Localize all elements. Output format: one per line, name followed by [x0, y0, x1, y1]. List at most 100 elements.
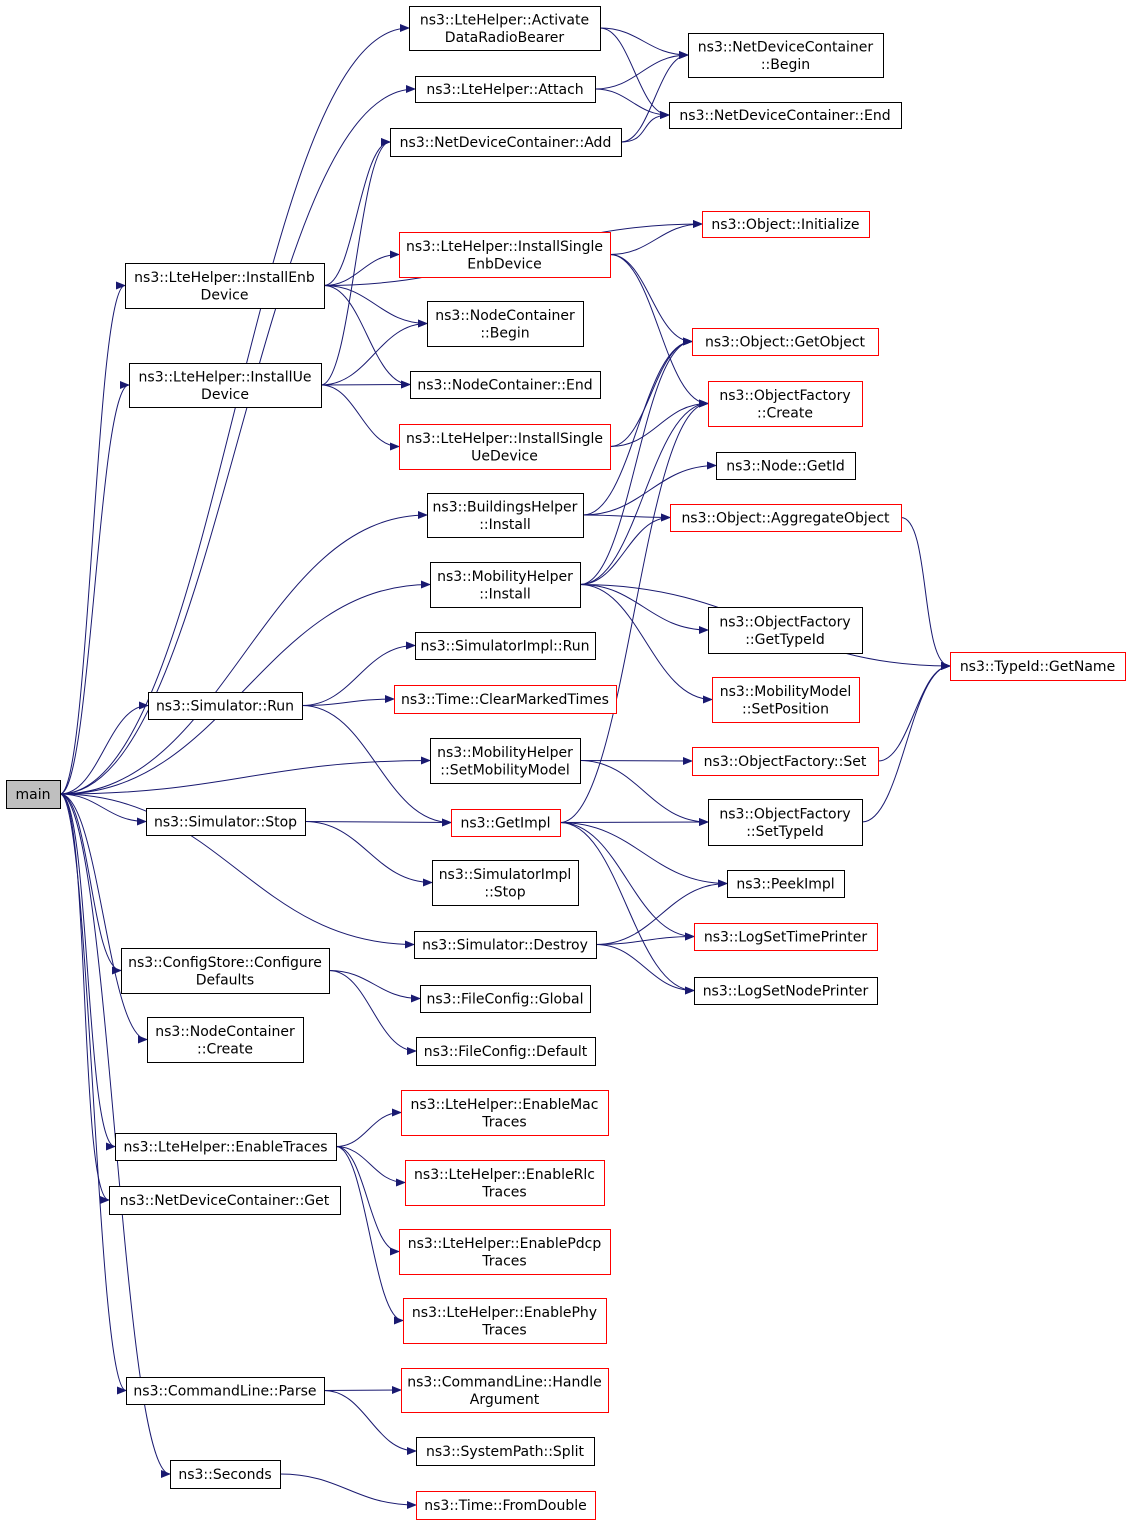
- node-box: [109, 1186, 341, 1215]
- node-label: ns3::LteHelper::EnablePhy: [412, 1305, 597, 1321]
- node-label: Traces: [481, 1253, 526, 1269]
- node-main[interactable]: main: [6, 780, 61, 809]
- node-time-clear[interactable]: ns3::Time::ClearMarkedTimes: [394, 685, 617, 714]
- node-box: [432, 860, 579, 906]
- node-enable-traces[interactable]: ns3::LteHelper::EnableTraces: [115, 1133, 337, 1161]
- node-seconds[interactable]: ns3::Seconds: [170, 1460, 281, 1489]
- node-label: ns3::NetDeviceContainer::End: [679, 108, 890, 124]
- node-label: ns3::SimulatorImpl: [439, 867, 572, 883]
- node-box: [126, 1377, 325, 1405]
- node-cl-parse[interactable]: ns3::CommandLine::Parse: [126, 1377, 325, 1405]
- node-label: ns3::FileConfig::Default: [424, 1044, 588, 1060]
- node-sp-split[interactable]: ns3::SystemPath::Split: [416, 1437, 595, 1466]
- node-label: ns3::ObjectFactory: [719, 614, 850, 630]
- node-of-settypeid[interactable]: ns3::ObjectFactory::SetTypeId: [708, 799, 863, 846]
- edge-ndc-add-to-ndc-end: [620, 111, 670, 143]
- edge-install-single-ue-to-of-create: [609, 399, 709, 447]
- node-label: ::Create: [197, 1041, 253, 1057]
- node-fc-global[interactable]: ns3::FileConfig::Global: [420, 985, 591, 1013]
- node-nc-begin[interactable]: ns3::NodeContainer::Begin: [427, 301, 584, 347]
- node-bh-install[interactable]: ns3::BuildingsHelper::Install: [427, 493, 584, 538]
- node-label: Argument: [470, 1392, 540, 1408]
- node-sim-stop[interactable]: ns3::Simulator::Stop: [146, 808, 306, 836]
- edge-activate-drb-to-ndc-end: [599, 27, 670, 119]
- edge-getimpl-to-log-timeprinter: [559, 822, 695, 941]
- node-box: [403, 1298, 607, 1344]
- node-sim-destroy[interactable]: ns3::Simulator::Destroy: [414, 931, 597, 959]
- node-label: ns3::LteHelper::EnableTraces: [123, 1140, 327, 1156]
- node-mm-setpos[interactable]: ns3::MobilityModel::SetPosition: [712, 677, 860, 723]
- node-nc-end[interactable]: ns3::NodeContainer::End: [410, 371, 601, 399]
- node-box: [708, 381, 863, 427]
- node-node-getid[interactable]: ns3::Node::GetId: [716, 452, 856, 480]
- edge-of-settypeid-to-typeid-getname: [861, 662, 951, 823]
- node-box: [121, 948, 330, 994]
- node-nc-create[interactable]: ns3::NodeContainer::Create: [147, 1017, 304, 1063]
- edge-main-to-install-enb: [59, 281, 126, 795]
- node-label: ns3::NetDeviceContainer::Get: [120, 1193, 330, 1209]
- node-mh-setmm[interactable]: ns3::MobilityHelper::SetMobilityModel: [430, 738, 581, 784]
- node-of-gettypeid[interactable]: ns3::ObjectFactory::GetTypeId: [708, 607, 863, 654]
- node-obj-init[interactable]: ns3::Object::Initialize: [702, 211, 870, 238]
- node-box: [430, 738, 581, 784]
- node-getimpl[interactable]: ns3::GetImpl: [451, 809, 561, 837]
- node-box: [399, 1229, 611, 1275]
- node-label: ns3::GetImpl: [460, 816, 550, 832]
- node-fc-default[interactable]: ns3::FileConfig::Default: [416, 1037, 596, 1066]
- edge-main-to-lte-attach: [59, 85, 416, 795]
- edge-cs-configure-to-fc-global: [328, 970, 421, 1003]
- node-sim-run[interactable]: ns3::Simulator::Run: [148, 692, 303, 720]
- node-mh-install[interactable]: ns3::MobilityHelper::Install: [430, 562, 581, 608]
- node-box: [394, 685, 617, 714]
- node-obj-getobject[interactable]: ns3::Object::GetObject: [692, 328, 879, 356]
- node-box: [427, 493, 584, 538]
- call-nodes: main ns3::LteHelper::ActivateDataRadioBea…: [6, 6, 1126, 1520]
- node-label: ns3::Simulator::Run: [156, 699, 294, 715]
- node-label: ns3::MobilityModel: [720, 684, 852, 700]
- node-simimpl-run[interactable]: ns3::SimulatorImpl::Run: [415, 632, 596, 660]
- node-label: ns3::Simulator::Stop: [154, 815, 297, 831]
- edge-getimpl-to-peekimpl: [559, 822, 728, 888]
- node-label: ns3::NetDeviceContainer: [698, 39, 874, 55]
- edge-install-single-enb-to-of-create: [609, 254, 709, 408]
- node-log-nodeprinter[interactable]: ns3::LogSetNodePrinter: [694, 977, 878, 1005]
- node-ndc-get[interactable]: ns3::NetDeviceContainer::Get: [109, 1186, 341, 1215]
- node-box: [420, 985, 591, 1013]
- node-label: Traces: [481, 1322, 526, 1338]
- node-simimpl-stop[interactable]: ns3::SimulatorImpl::Stop: [432, 860, 579, 906]
- node-label: ns3::SimulatorImpl::Run: [421, 639, 590, 655]
- edge-mh-install-to-mm-setpos: [579, 584, 713, 704]
- node-obj-aggregate[interactable]: ns3::Object::AggregateObject: [670, 504, 902, 532]
- node-ndc-begin[interactable]: ns3::NetDeviceContainer::Begin: [688, 33, 884, 78]
- node-label: ns3::NodeContainer: [155, 1024, 295, 1040]
- node-log-timeprinter[interactable]: ns3::LogSetTimePrinter: [694, 923, 878, 951]
- node-ndc-add[interactable]: ns3::NetDeviceContainer::Add: [390, 128, 622, 157]
- node-lte-attach[interactable]: ns3::LteHelper::Attach: [415, 76, 596, 103]
- node-time-fromdouble[interactable]: ns3::Time::FromDouble: [416, 1491, 596, 1520]
- node-ndc-end[interactable]: ns3::NetDeviceContainer::End: [669, 102, 902, 129]
- node-peekimpl[interactable]: ns3::PeekImpl: [727, 870, 845, 898]
- edge-main-to-cl-parse: [59, 793, 127, 1395]
- node-of-create[interactable]: ns3::ObjectFactory::Create: [708, 381, 863, 427]
- edge-main-to-enable-traces: [59, 793, 116, 1151]
- node-of-set[interactable]: ns3::ObjectFactory::Set: [692, 747, 879, 776]
- edge-bh-install-to-obj-aggregate: [582, 513, 671, 522]
- node-typeid-getname[interactable]: ns3::TypeId::GetName: [950, 652, 1126, 681]
- edge-main-to-mh-install: [59, 580, 431, 795]
- edge-mh-setmm-to-of-set: [579, 756, 693, 765]
- node-label: ns3::Node::GetId: [726, 459, 844, 475]
- edge-sim-destroy-to-log-timeprinter: [595, 932, 695, 945]
- node-label: ns3::ObjectFactory::Set: [704, 754, 867, 770]
- node-box: [129, 363, 322, 408]
